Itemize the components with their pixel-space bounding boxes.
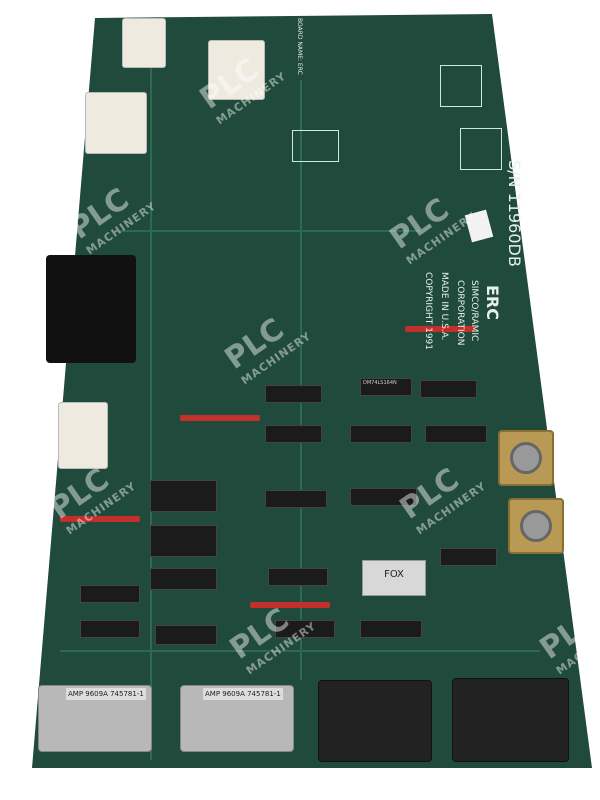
pin-header — [250, 602, 330, 608]
crystal-oscillator: FOX — [362, 560, 426, 596]
pin-header — [60, 516, 140, 522]
power-connector — [85, 92, 147, 154]
ic-chip — [265, 490, 327, 508]
trace — [300, 80, 302, 680]
crystal-label: FOX — [384, 569, 404, 580]
connector-label: AMP 9609A 745781-1 — [203, 688, 283, 700]
ic-chip — [360, 620, 422, 638]
ic-label: DM74LS164N — [363, 380, 397, 386]
d-sub-connector — [452, 678, 569, 762]
ic-chip — [440, 548, 497, 566]
board-name-text: BOARD NAME: ERC — [296, 18, 303, 75]
ic-chip — [265, 385, 322, 403]
bnc-connector — [498, 430, 554, 486]
ic-chip — [150, 480, 217, 512]
power-connector — [122, 18, 166, 68]
power-connector — [208, 40, 265, 100]
maker-logo: ERC — [483, 285, 502, 320]
trace — [120, 230, 420, 232]
ic-chip — [425, 425, 487, 443]
pin-header — [405, 326, 475, 332]
ic-chip — [80, 585, 140, 603]
connector-label: AMP 9609A 745781-1 — [66, 688, 146, 700]
ic-chip — [275, 620, 335, 638]
ic-chip — [150, 568, 217, 590]
ic-chip — [265, 425, 322, 443]
d-sub-connector — [318, 680, 432, 762]
silkscreen-outline — [440, 65, 482, 107]
maker-name: SIMCO/RAMIC — [469, 280, 479, 342]
silkscreen-outline — [460, 128, 502, 170]
corporation-text: CORPORATION — [455, 280, 465, 346]
ic-chip — [350, 425, 412, 443]
trace — [150, 20, 152, 760]
bnc-connector — [508, 498, 564, 554]
power-connector — [58, 402, 108, 469]
ic-chip — [80, 620, 140, 638]
trace — [60, 650, 540, 652]
ic-chip — [268, 568, 328, 586]
pin-header — [180, 415, 260, 421]
ic-chip — [420, 380, 477, 398]
made-in-text: MADE IN U.S.A. — [439, 272, 449, 341]
copyright-text: COPYRIGHT 1991 — [423, 272, 433, 351]
transformer — [46, 255, 136, 363]
ic-chip — [150, 525, 217, 557]
serial-number: S/N 11960DB — [505, 160, 524, 267]
ic-chip: DM74LS164N — [360, 378, 412, 396]
ic-chip — [155, 625, 217, 645]
ic-chip — [350, 488, 417, 506]
silkscreen-outline — [292, 130, 339, 162]
